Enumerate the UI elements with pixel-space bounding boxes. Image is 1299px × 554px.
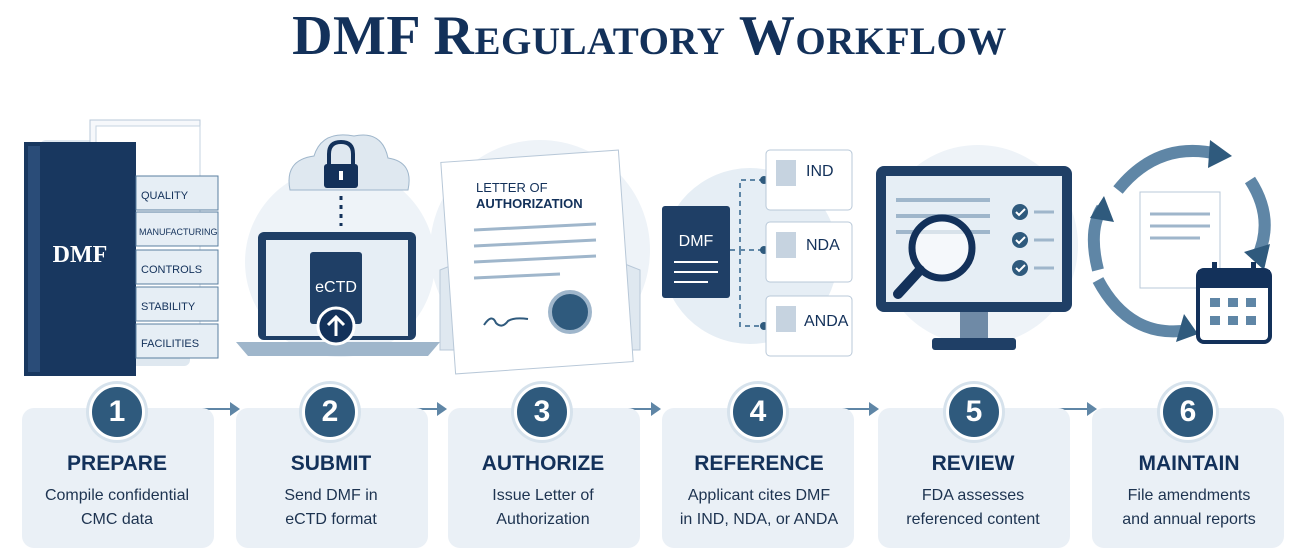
monitor-illustration [876, 145, 1078, 350]
binder-tab-label: STABILITY [141, 301, 196, 313]
step-number-badge: 4 [730, 384, 786, 440]
binder-label: DMF [53, 242, 108, 268]
flow-arrow-head [437, 402, 447, 416]
step-number-badge: 5 [946, 384, 1002, 440]
step-title: REFERENCE [694, 452, 824, 475]
ectd-label: eCTD [315, 279, 357, 296]
reference-illustration: DMF IND NDA ANDA [662, 149, 853, 357]
reference-target-label: ANDA [804, 313, 849, 330]
step-title: SUBMIT [290, 452, 372, 475]
step-description: Applicant cites DMF in IND, NDA, or ANDA [679, 487, 839, 528]
lock-icon [324, 139, 358, 188]
binder-tab-label: FACILITIES [141, 338, 199, 350]
step-title: MAINTAIN [1138, 452, 1240, 475]
binder-tab-label: CONTROLS [141, 264, 202, 276]
reference-target-label: IND [806, 163, 834, 180]
step-description: Send DMF in eCTD format [284, 487, 378, 528]
calendar-icon [1196, 262, 1272, 344]
letter-illustration: LETTER OF AUTHORIZATION [430, 140, 650, 375]
check-icon [1012, 204, 1028, 220]
flow-arrow-head [230, 402, 240, 416]
flow-arrow-head [869, 402, 879, 416]
letter-heading-line1: LETTER OF [476, 180, 548, 195]
binder-tab-label: MANUFACTURING [139, 227, 218, 237]
step-title: REVIEW [931, 452, 1015, 475]
check-icon [1012, 260, 1028, 276]
page-title: DMF Regulatory Workflow [292, 5, 1007, 67]
check-icon [1012, 232, 1028, 248]
step-title: AUTHORIZE [481, 452, 605, 475]
binder-tabs: QUALITY MANUFACTURING CONTROLS STABILITY… [135, 175, 219, 359]
step-number-badge: 6 [1160, 384, 1216, 440]
step-title: PREPARE [67, 452, 167, 475]
magnifier-icon [893, 214, 976, 299]
letter-heading-line2: AUTHORIZATION [476, 196, 583, 211]
flow-arrow-head [651, 402, 661, 416]
step-description: Compile confidential CMC data [44, 487, 190, 528]
reference-source-label: DMF [679, 233, 714, 250]
laptop-illustration: eCTD [236, 134, 440, 357]
flow-arrow-head [1087, 402, 1097, 416]
binder-tab-label: QUALITY [141, 190, 189, 202]
step-number-badge: 2 [302, 384, 358, 440]
step-description: Issue Letter of Authorization [492, 487, 594, 528]
step-number-badge: 1 [89, 384, 145, 440]
step-description: File amendments and annual reports [1122, 487, 1256, 528]
step-description: FDA assesses referenced content [906, 487, 1040, 528]
cycle-illustration [1087, 140, 1272, 344]
step-number-badge: 3 [514, 384, 570, 440]
binder-illustration: QUALITY MANUFACTURING CONTROLS STABILITY… [24, 119, 219, 376]
reference-target-label: NDA [806, 237, 840, 254]
upload-icon [316, 306, 356, 346]
seal-icon [548, 290, 592, 334]
signature-mark [483, 317, 529, 327]
